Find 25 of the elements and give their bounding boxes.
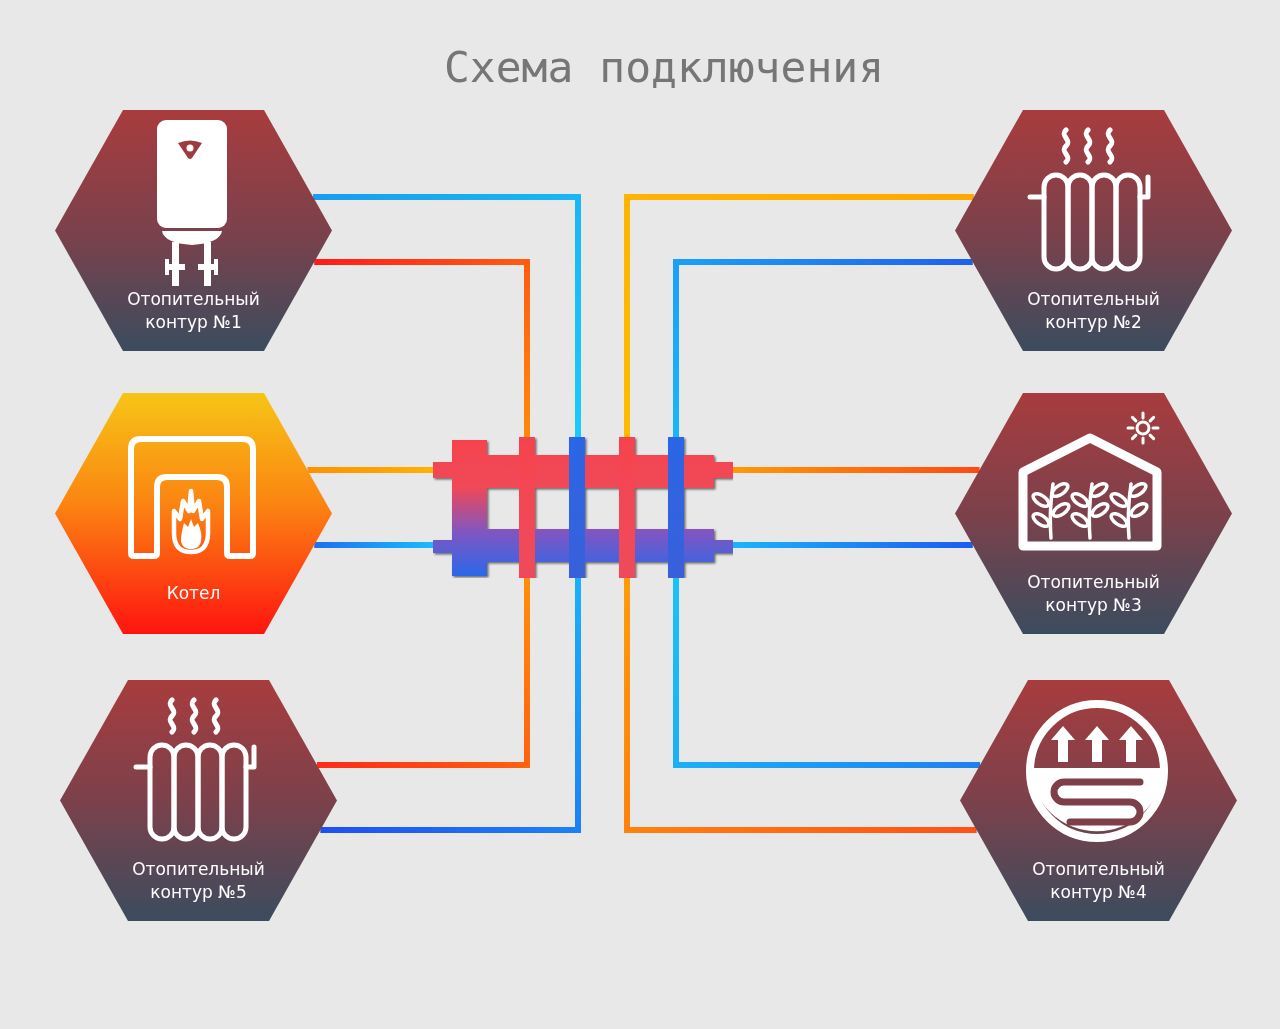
hexagon-label: Отопительный контур №5 [131, 858, 266, 904]
pipe [320, 578, 581, 833]
pipe [624, 194, 974, 437]
pipe [313, 194, 581, 437]
pipe [733, 542, 973, 548]
pipe [673, 578, 981, 768]
hexagon-label: Отопительный контур №2 [1026, 288, 1161, 334]
pipe [307, 467, 433, 473]
pipe [314, 259, 530, 437]
title: Схема подключения [443, 41, 885, 94]
hexagon-label: Котел [166, 582, 221, 605]
hexagon-node [955, 110, 1232, 351]
pipe [624, 578, 977, 833]
pipe [733, 467, 980, 473]
hexagon-node [955, 393, 1232, 634]
hexagon-label: Отопительный контур №3 [1026, 571, 1161, 617]
hexagon-node [960, 680, 1237, 921]
pipe [314, 542, 433, 548]
hexagon-node [55, 110, 332, 351]
hexagon-label: Отопительный контур №4 [1031, 858, 1166, 904]
pipe [673, 259, 973, 437]
pipe [316, 578, 530, 768]
hexagon-node [60, 680, 337, 921]
hexagon-label: Отопительный контур №1 [126, 288, 261, 334]
hexagon-node [55, 393, 332, 634]
